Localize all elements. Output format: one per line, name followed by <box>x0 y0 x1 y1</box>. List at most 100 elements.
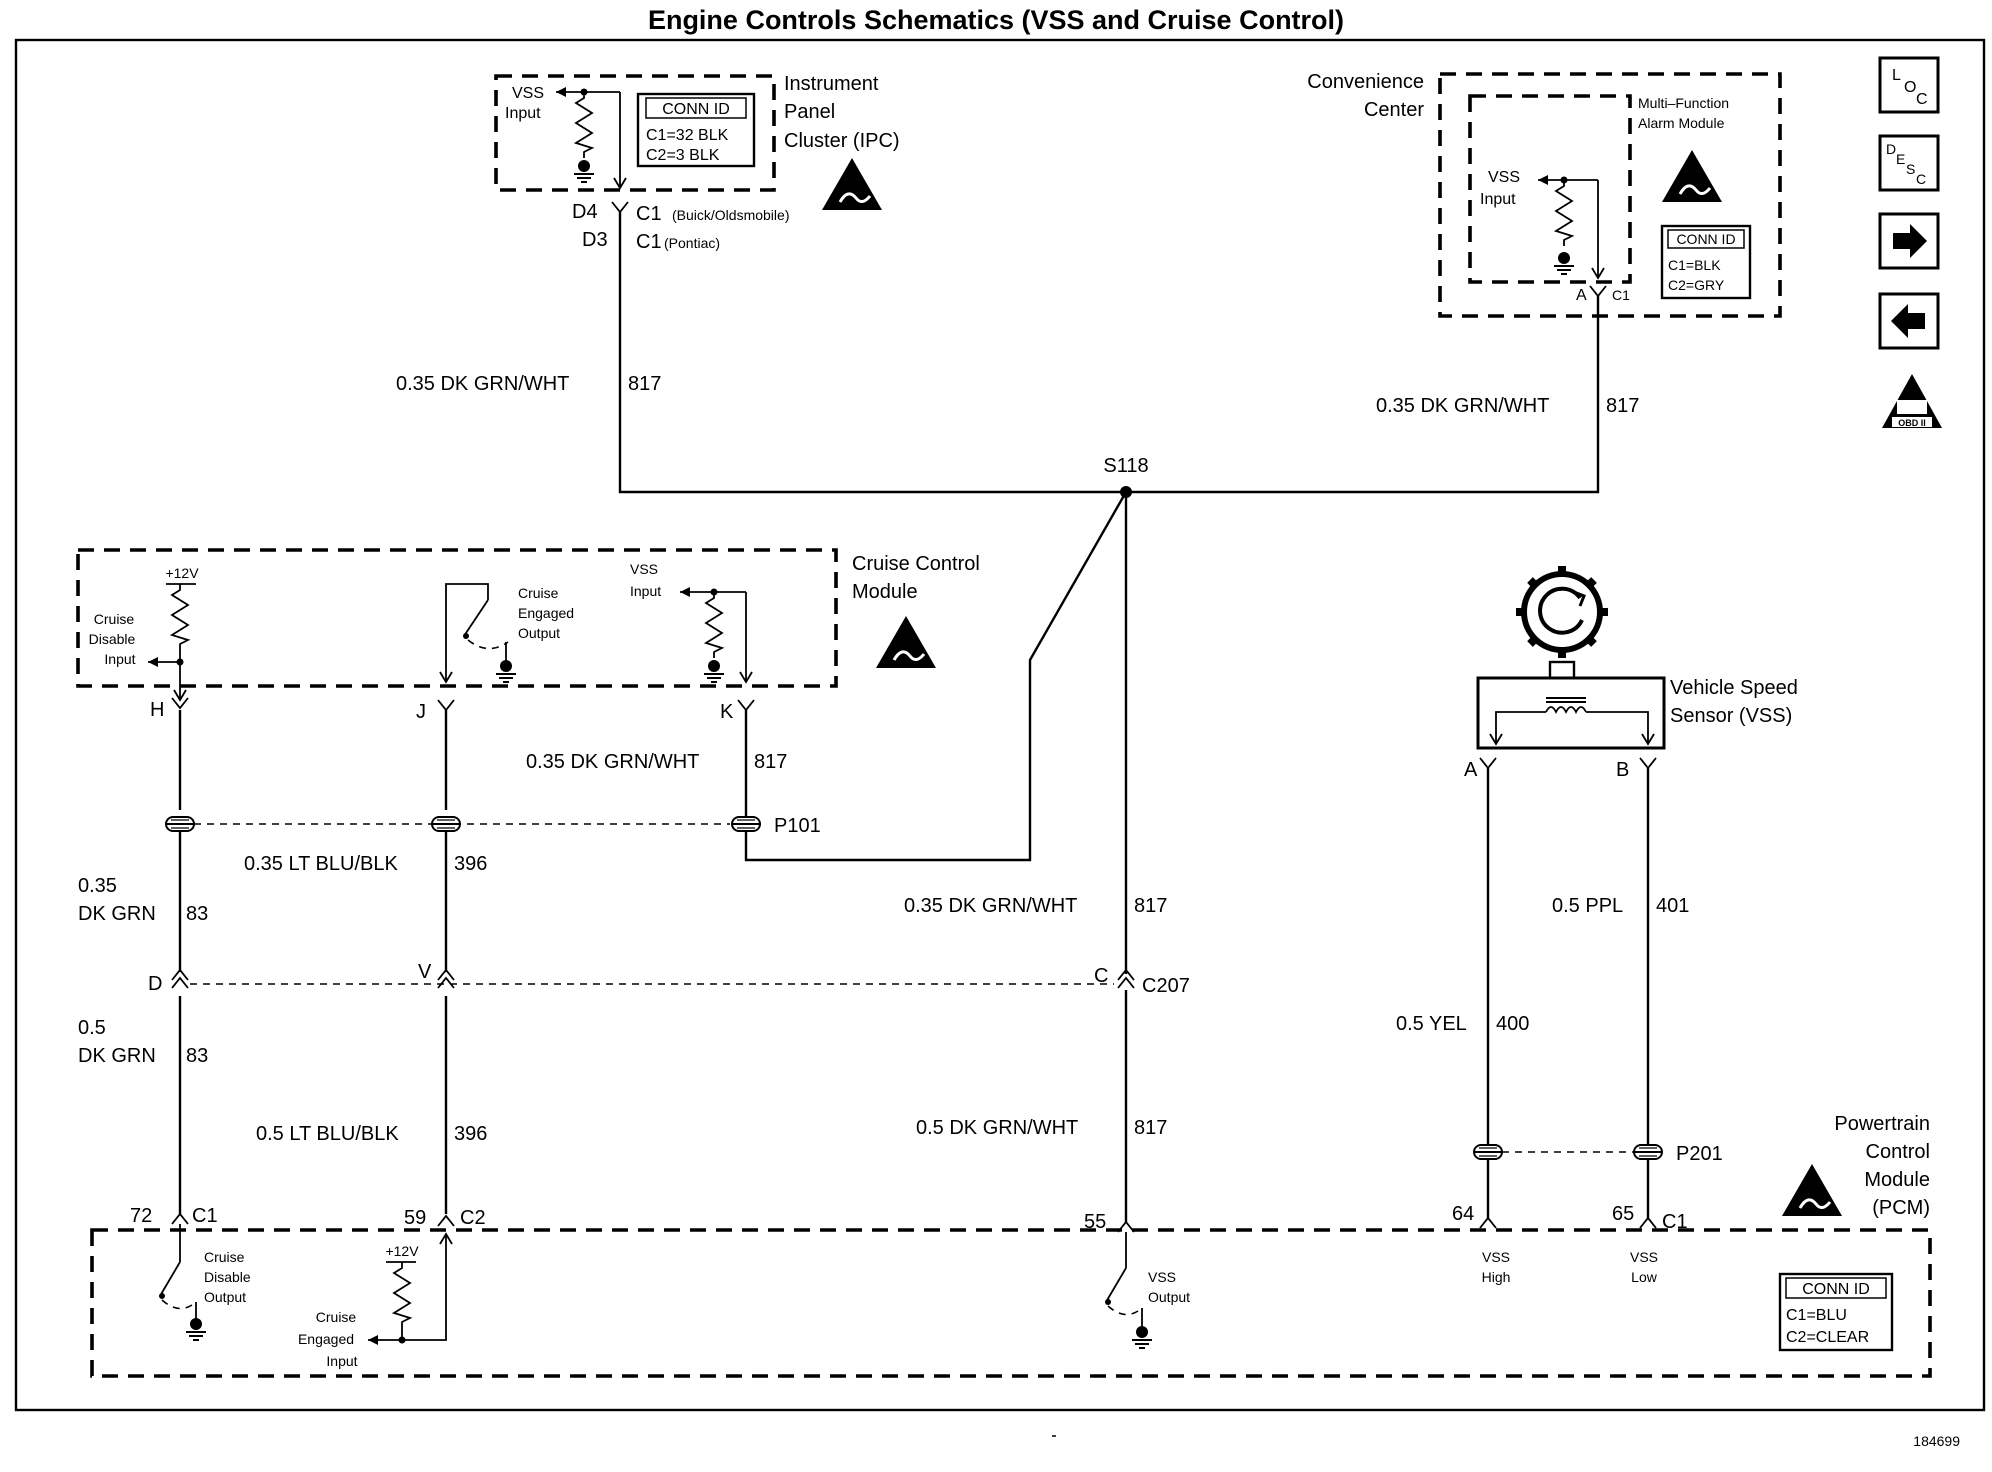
svg-text:817: 817 <box>1134 1117 1167 1139</box>
svg-text:C: C <box>1916 171 1926 187</box>
reluctor-gear-icon <box>1516 566 1608 658</box>
convenience-conn-id-box: CONN ID C1=BLK C2=GRY <box>1660 224 1752 300</box>
svg-text:Low: Low <box>1631 1269 1658 1285</box>
svg-text:CONN ID: CONN ID <box>662 101 730 118</box>
svg-text:C1: C1 <box>636 231 662 253</box>
svg-text:C2=GRY: C2=GRY <box>1668 277 1725 293</box>
instrument-panel-cluster: VSS Input CONN ID C1=32 BLK C2=3 BLK Ins… <box>494 73 900 253</box>
svg-text:A: A <box>1576 287 1587 304</box>
svg-text:(Pontiac): (Pontiac) <box>664 235 720 251</box>
svg-text:Powertrain: Powertrain <box>1834 1113 1930 1135</box>
svg-text:VSS: VSS <box>630 561 658 577</box>
svg-text:C1: C1 <box>636 203 662 225</box>
svg-text:Output: Output <box>204 1289 246 1305</box>
previous-page-arrow-icon[interactable] <box>1878 292 1940 350</box>
svg-text:C: C <box>1916 91 1928 108</box>
wire-817c-label: 0.35 DK GRN/WHT <box>904 895 1077 917</box>
svg-text:Center: Center <box>1364 99 1424 121</box>
svg-text:K: K <box>720 701 734 723</box>
ipc-conn-id-box: CONN ID C1=32 BLK C2=3 BLK <box>636 92 756 168</box>
svg-text:C: C <box>1094 965 1108 987</box>
wire-401-label: 0.5 PPL <box>1552 895 1623 917</box>
wire-817-conv-label: 0.35 DK GRN/WHT <box>1376 395 1549 417</box>
svg-text:817: 817 <box>628 373 661 395</box>
svg-text:VSS: VSS <box>1148 1269 1176 1285</box>
svg-text:C1=32 BLK: C1=32 BLK <box>646 127 729 144</box>
svg-text:Module: Module <box>1864 1169 1930 1191</box>
loc-icon[interactable]: LOC <box>1878 56 1940 114</box>
svg-text:59: 59 <box>404 1207 426 1229</box>
svg-text:(Buick/Oldsmobile): (Buick/Oldsmobile) <box>672 207 789 223</box>
svg-text:A: A <box>1464 759 1478 781</box>
svg-text:J: J <box>416 701 426 723</box>
c207-label: C207 <box>1142 975 1190 997</box>
svg-text:55: 55 <box>1084 1211 1106 1233</box>
svg-text:400: 400 <box>1496 1013 1529 1035</box>
connector-c207 <box>171 968 1135 989</box>
svg-text:Cruise Control: Cruise Control <box>852 553 980 575</box>
svg-text:Module: Module <box>852 581 918 603</box>
outer-frame <box>14 38 1986 1412</box>
ipc-input-label: VSS <box>512 85 544 102</box>
svg-text:817: 817 <box>754 751 787 773</box>
svg-text:Engaged: Engaged <box>298 1331 354 1347</box>
pcm-conn-id-box: CONN ID C1=BLU C2=CLEAR <box>1778 1272 1894 1352</box>
svg-text:Input: Input <box>505 105 541 122</box>
svg-text:Input: Input <box>1480 191 1516 208</box>
svg-text:83: 83 <box>186 1045 208 1067</box>
svg-text:C1=BLK: C1=BLK <box>1668 257 1721 273</box>
wire-396b-label: 0.5 LT BLU/BLK <box>256 1123 399 1145</box>
svg-text:DK GRN: DK GRN <box>78 903 156 925</box>
svg-text:CONN ID: CONN ID <box>1676 231 1735 247</box>
svg-text:Disable: Disable <box>204 1269 251 1285</box>
svg-text:H: H <box>150 699 164 721</box>
svg-text:D4: D4 <box>572 201 598 223</box>
next-page-arrow-icon[interactable] <box>1878 212 1940 270</box>
svg-text:E: E <box>1896 151 1905 167</box>
svg-text:+12V: +12V <box>165 565 199 581</box>
svg-text:Cruise: Cruise <box>94 611 135 627</box>
svg-text:C2=3 BLK: C2=3 BLK <box>646 147 720 164</box>
svg-text:C2: C2 <box>460 1207 486 1229</box>
svg-text:401: 401 <box>1656 895 1689 917</box>
p201-label: P201 <box>1676 1143 1723 1165</box>
svg-text:L: L <box>1892 67 1901 84</box>
wire-396a-label: 0.35 LT BLU/BLK <box>244 853 398 875</box>
svg-text:VSS: VSS <box>1488 169 1520 186</box>
svg-text:817: 817 <box>1134 895 1167 917</box>
convenience-center: Convenience Center Multi–Function Alarm … <box>1307 71 1782 318</box>
wire-817-ipc-label: 0.35 DK GRN/WHT <box>396 373 569 395</box>
svg-text:D3: D3 <box>582 229 608 251</box>
diagram-title: Engine Controls Schematics (VSS and Crui… <box>648 5 1344 35</box>
svg-text:64: 64 <box>1452 1203 1474 1225</box>
svg-text:C2=CLEAR: C2=CLEAR <box>1786 1329 1869 1346</box>
svg-text:Vehicle Speed: Vehicle Speed <box>1670 677 1798 699</box>
obd-ii-icon[interactable]: OBD II <box>1882 374 1942 428</box>
svg-text:Input: Input <box>104 651 135 667</box>
wire-817d-label: 0.5 DK GRN/WHT <box>916 1117 1078 1139</box>
wire-817-ccm-label: 0.35 DK GRN/WHT <box>526 751 699 773</box>
svg-text:O: O <box>1904 79 1916 96</box>
wire-83a-label: 0.35 <box>78 875 117 897</box>
svg-text:D: D <box>1886 141 1896 157</box>
svg-text:Cruise: Cruise <box>518 585 559 601</box>
p101-label: P101 <box>774 815 821 837</box>
vehicle-speed-sensor: Vehicle Speed Sensor (VSS) <box>1476 566 1798 750</box>
svg-text:Panel: Panel <box>784 101 835 123</box>
svg-text:Instrument: Instrument <box>784 73 879 95</box>
svg-text:Cruise: Cruise <box>204 1249 245 1265</box>
svg-text:Multi–Function: Multi–Function <box>1638 95 1729 111</box>
splice-s118-label: S118 <box>1103 455 1148 477</box>
svg-text:Output: Output <box>1148 1289 1190 1305</box>
svg-text:VSS: VSS <box>1630 1249 1658 1265</box>
svg-text:Output: Output <box>518 625 560 641</box>
svg-text:396: 396 <box>454 853 487 875</box>
wire-400-label: 0.5 YEL <box>1396 1013 1467 1035</box>
svg-text:Engaged: Engaged <box>518 605 574 621</box>
svg-text:Alarm Module: Alarm Module <box>1638 115 1725 131</box>
svg-text:V: V <box>418 961 432 983</box>
svg-text:B: B <box>1616 759 1629 781</box>
svg-text:Control: Control <box>1866 1141 1930 1163</box>
